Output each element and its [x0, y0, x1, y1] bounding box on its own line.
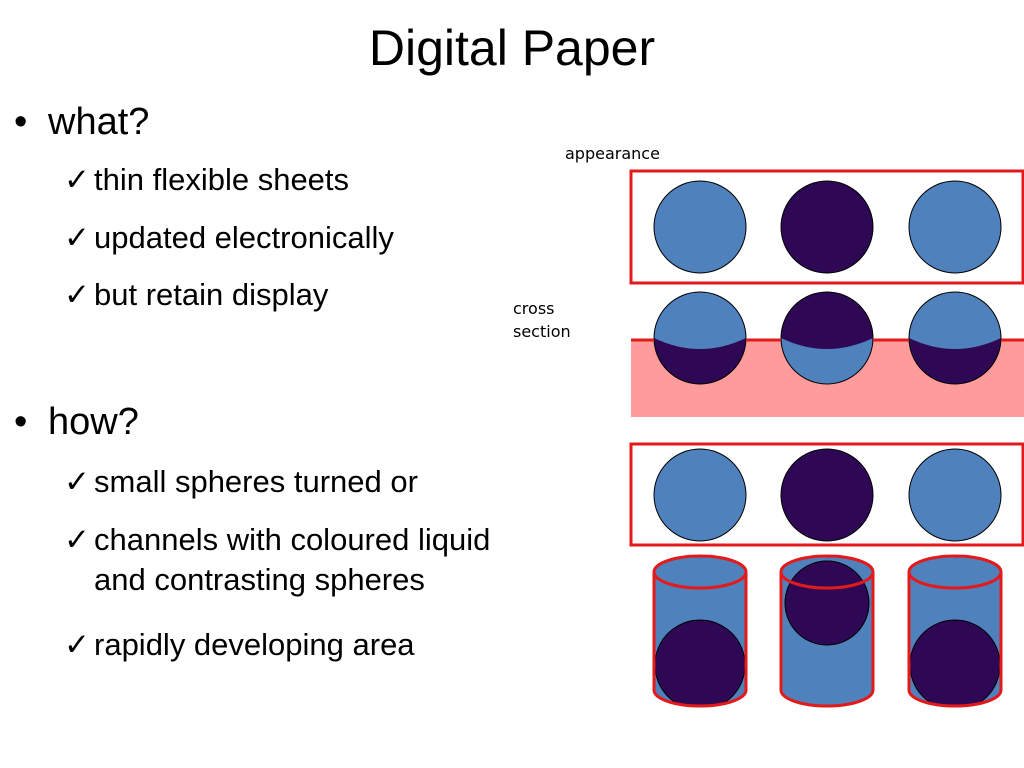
check-icon: ✓ [64, 627, 90, 662]
check-item: ✓channels with coloured liquid and contr… [64, 520, 490, 600]
check-icon: ✓ [64, 220, 90, 255]
light-sphere [908, 448, 1002, 542]
channel-appearance-row [629, 442, 1024, 547]
check-item-text: rapidly developing area [94, 627, 415, 662]
check-item: ✓rapidly developing area [64, 625, 415, 665]
channel-cylinder [652, 554, 748, 708]
half-sphere-light-top [653, 291, 747, 385]
light-sphere [908, 180, 1002, 274]
cross-section-row [631, 291, 1024, 417]
appearance-frame [629, 169, 1024, 285]
digital-paper-diagram [629, 169, 1024, 708]
bullet-how-text: how? [48, 401, 139, 443]
half-sphere-dark-top [780, 291, 874, 385]
light-sphere [653, 448, 747, 542]
check-icon: ✓ [64, 464, 90, 499]
channel-cylinder [907, 554, 1003, 708]
label-cross: cross [513, 299, 555, 318]
bullet-dot: • [14, 101, 28, 143]
check-item-text: but retain display [94, 277, 329, 312]
half-sphere-light-top [908, 291, 1002, 385]
check-item-text: channels with coloured liquid [94, 522, 491, 557]
bullet-what-text: what? [48, 101, 150, 143]
check-item-text: updated electronically [94, 220, 394, 255]
check-item-text: thin flexible sheets [94, 162, 350, 197]
bullet-how: • how? [14, 400, 139, 444]
bullet-dot: • [14, 401, 28, 443]
check-item: ✓small spheres turned or [64, 462, 418, 502]
label-section: section [513, 322, 571, 341]
check-icon: ✓ [64, 277, 90, 312]
dark-sphere [780, 180, 874, 274]
channel-cylinder [779, 554, 875, 708]
check-item-continuation: and contrasting spheres [94, 562, 425, 597]
check-item: ✓updated electronically [64, 218, 394, 258]
label-appearance: appearance [565, 144, 660, 163]
check-item: ✓thin flexible sheets [64, 160, 349, 200]
check-icon: ✓ [64, 162, 90, 197]
dark-sphere [780, 448, 874, 542]
channel-frame [629, 442, 1024, 547]
slide-title: Digital Paper [368, 20, 656, 76]
bullet-what: • what? [14, 100, 149, 144]
light-sphere [653, 180, 747, 274]
check-icon: ✓ [64, 522, 90, 557]
appearance-row [629, 169, 1024, 285]
check-item-text: small spheres turned or [94, 464, 418, 499]
check-item: ✓but retain display [64, 275, 328, 315]
